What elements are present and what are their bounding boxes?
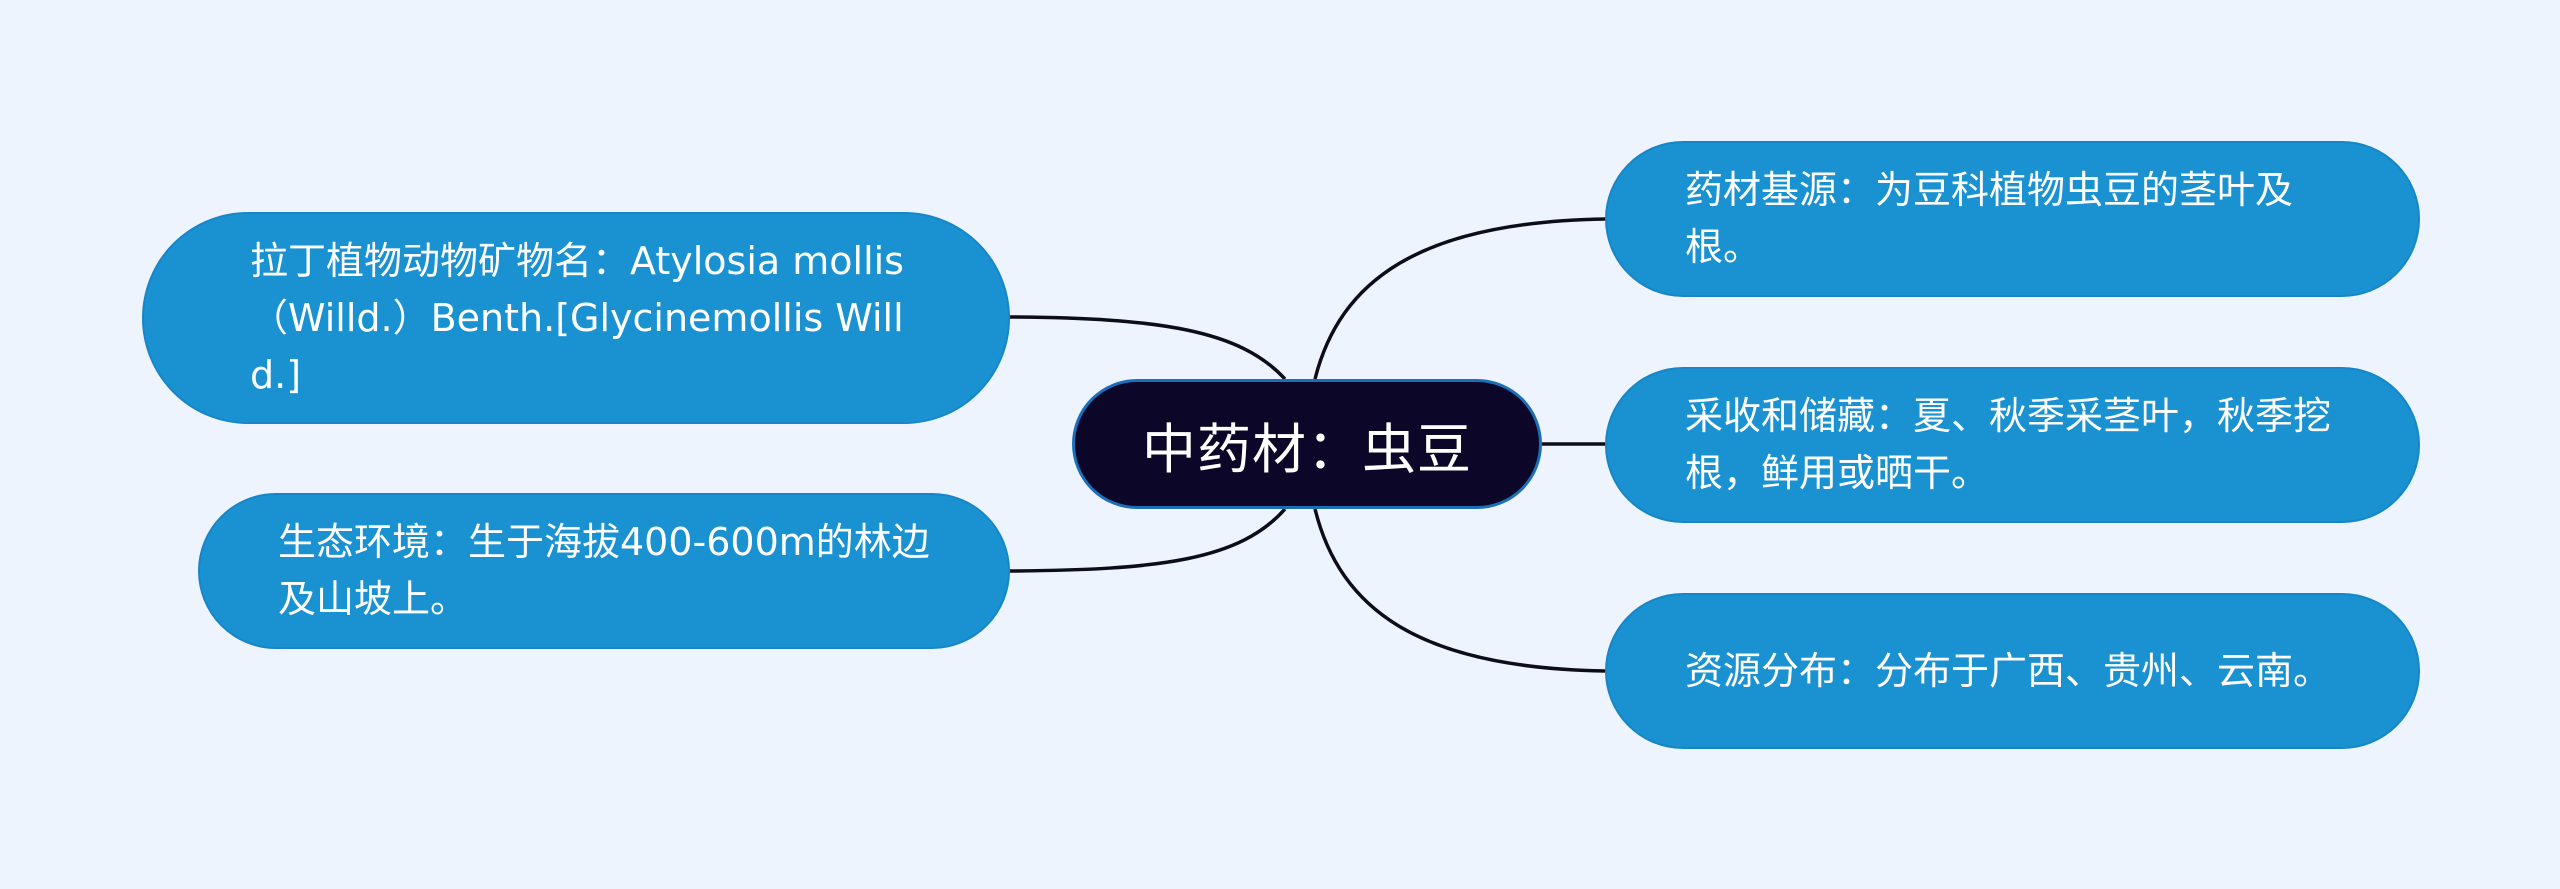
topic-node-latin-name[interactable]: 拉丁植物动物矿物名：Atylosia mollis（Willd.）Benth.[… — [142, 212, 1010, 424]
connector-right-1 — [1313, 217, 1606, 380]
connector-right-3 — [1313, 508, 1606, 673]
connector-left-2 — [1009, 507, 1287, 573]
topic-node-habitat[interactable]: 生态环境：生于海拔400-600m的林边及山坡上。 — [198, 493, 1010, 649]
central-topic-node[interactable]: 中药材：虫豆 — [1072, 379, 1542, 509]
connector-left-1 — [1009, 315, 1287, 381]
topic-node-harvest-storage[interactable]: 采收和储藏：夏、秋季采茎叶，秋季挖根，鲜用或晒干。 — [1605, 367, 2420, 523]
topic-label-distribution: 资源分布：分布于广西、贵州、云南。 — [1685, 648, 2332, 693]
topic-label-harvest-storage: 采收和储藏：夏、秋季采茎叶，秋季挖根，鲜用或晒干。 — [1685, 394, 2332, 495]
central-topic-label: 中药材：虫豆 — [1142, 417, 1472, 481]
topic-node-source[interactable]: 药材基源：为豆科植物虫豆的茎叶及根。 — [1605, 141, 2420, 297]
topic-label-habitat: 生态环境：生于海拔400-600m的林边及山坡上。 — [278, 520, 930, 621]
topic-label-latin-name: 拉丁植物动物矿物名：Atylosia mollis（Willd.）Benth.[… — [250, 238, 904, 397]
topic-label-source: 药材基源：为豆科植物虫豆的茎叶及根。 — [1685, 168, 2294, 269]
topic-node-distribution[interactable]: 资源分布：分布于广西、贵州、云南。 — [1605, 593, 2420, 749]
